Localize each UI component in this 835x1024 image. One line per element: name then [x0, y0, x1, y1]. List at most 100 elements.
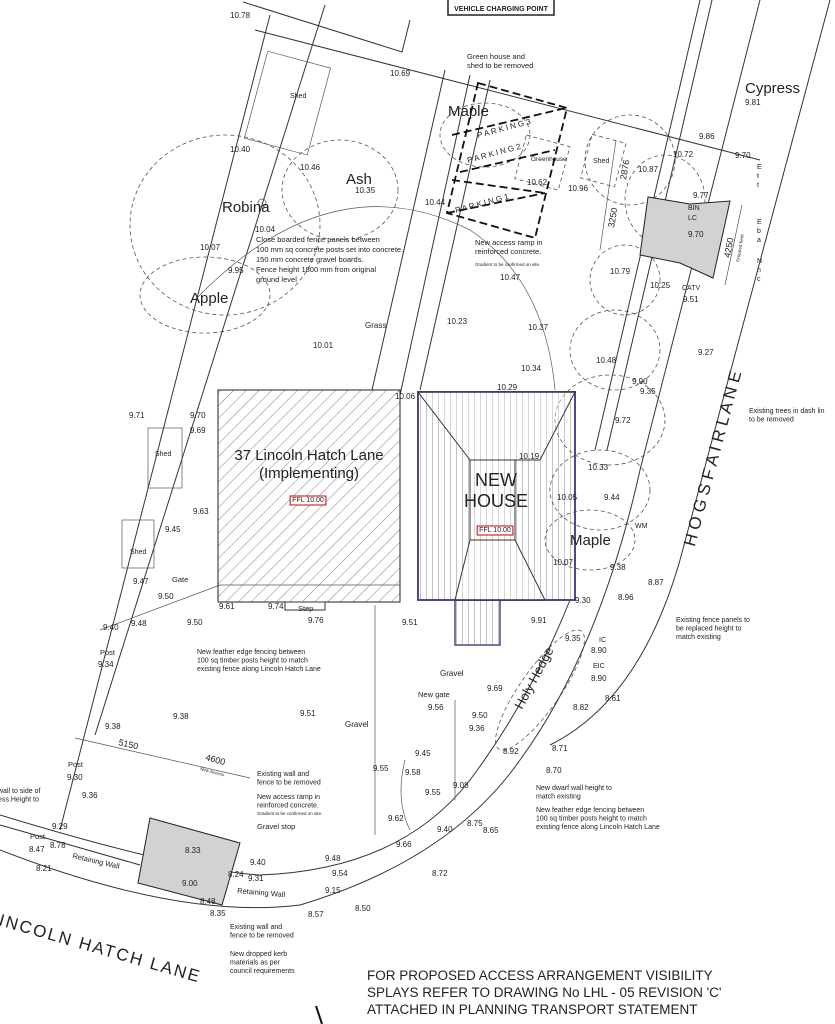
- label-step: Step: [298, 604, 313, 613]
- dropped-kerb-area-bottom: [137, 817, 241, 906]
- label-eic: EIC: [593, 663, 605, 670]
- label-holy-hedge: Holy Hedge: [511, 644, 556, 711]
- spot-level: 10.44: [425, 198, 446, 207]
- spot-level: 8.82: [573, 703, 589, 712]
- spot-level: 8.48: [200, 897, 216, 906]
- spot-level: 8.21: [36, 864, 52, 873]
- label-shed-left1: Shed: [155, 451, 171, 458]
- spot-level: 9.44: [604, 493, 620, 502]
- label-gravel-stop: Gravel stop: [257, 822, 295, 831]
- tree-robina-canopy: [129, 134, 321, 316]
- shed-left-1: [147, 427, 183, 489]
- spot-level: 8.50: [355, 904, 371, 913]
- spot-level: 8.70: [546, 766, 562, 775]
- spot-level: 8.87: [648, 578, 664, 587]
- spot-level: 9.30: [575, 596, 591, 605]
- spot-level: 9.08: [453, 781, 469, 790]
- spot-level: 9.95: [228, 266, 244, 275]
- label-robina: Robina: [222, 199, 270, 216]
- tree-apple-canopy: [139, 256, 271, 334]
- spot-level: 9.70: [190, 411, 206, 420]
- spot-level: 8.65: [483, 826, 499, 835]
- label-dim-5150: 5150: [118, 737, 140, 751]
- spot-level: 8.24: [228, 870, 244, 879]
- spot-level: 9.40: [250, 858, 266, 867]
- spot-level: 9.15: [325, 886, 341, 895]
- label-gravel-2: Gravel: [345, 720, 369, 729]
- spot-level: 8.61: [605, 694, 621, 703]
- spot-level: 9.35: [640, 387, 656, 396]
- label-dim-4600: 4600: [204, 752, 226, 767]
- spot-level: 9.40: [103, 623, 119, 632]
- shed-left-2: [121, 519, 155, 569]
- spot-level: 10.87: [638, 165, 659, 174]
- tree-canopy: [589, 244, 661, 316]
- spot-level: 10.07: [553, 558, 574, 567]
- spot-level: 8.78: [50, 841, 66, 850]
- label-dropped-kerb-small: Dropped Kerb: [735, 233, 745, 262]
- label-greenhouse: Greenhouse: [531, 156, 567, 163]
- label-parking-2: P A R K I N G 2: [466, 142, 522, 165]
- spot-level: 9.70: [735, 151, 751, 160]
- spot-level: 10.47: [500, 273, 521, 282]
- label-maple-right: Maple: [570, 532, 611, 549]
- spot-level: 9.51: [683, 295, 699, 304]
- spot-level: 9.27: [698, 348, 714, 357]
- label-grass: Grass: [365, 321, 386, 330]
- spot-level: 9.70: [688, 230, 704, 239]
- label-new-access: New Access: [200, 766, 226, 777]
- spot-level: 9.76: [308, 616, 324, 625]
- label-dim-2876: 2876: [618, 159, 631, 180]
- spot-level: 8.71: [552, 744, 568, 753]
- spot-level: 9.38: [173, 712, 189, 721]
- label-catv: CATV: [682, 285, 700, 292]
- spot-level: 9.63: [193, 507, 209, 516]
- dropped-kerb-area-top: [639, 196, 731, 279]
- spot-level: 9.30: [67, 773, 83, 782]
- spot-level: 9.81: [745, 98, 761, 107]
- spot-level: 9.58: [405, 768, 421, 777]
- spot-level: 8.96: [618, 593, 634, 602]
- spot-level: 8.90: [591, 674, 607, 683]
- label-wm: WM: [635, 523, 648, 530]
- shed-top: [244, 50, 331, 156]
- charging-point-box: [447, 0, 555, 16]
- spot-level: 9.36: [82, 791, 98, 800]
- existing-boundary-wall: [242, 1, 411, 53]
- parking-area: [445, 81, 569, 240]
- ffl-box: [476, 525, 514, 536]
- label-new-gate: New gate: [418, 690, 450, 699]
- spot-level: 9.34: [98, 660, 114, 669]
- tree-canopy: [569, 309, 661, 391]
- spot-level: 9.77: [693, 191, 709, 200]
- spot-level: 9.38: [105, 722, 121, 731]
- dimension-lines: [74, 139, 743, 779]
- spot-level: 9.74: [268, 602, 284, 611]
- spot-level: 9.55: [425, 788, 441, 797]
- spot-level: 9.29: [52, 822, 68, 831]
- spot-level: 10.07: [200, 243, 221, 252]
- label-charging-point: VEHICLE CHARGING POINT: [454, 6, 548, 13]
- spot-level: 10.62: [527, 178, 548, 187]
- spot-levels: 10.7810.6910.4010.4610.3510.4410.0410.07…: [29, 11, 761, 919]
- label-bin: BIN: [688, 205, 700, 212]
- spot-level: 8.90: [591, 646, 607, 655]
- spot-level: 9.48: [325, 854, 341, 863]
- spot-level: 10.96: [568, 184, 589, 193]
- spot-level: 9.62: [388, 814, 404, 823]
- label-hogsfair-lane: H O G S F A I R L A N E: [680, 369, 745, 549]
- label-gradient-low: Gradient to be confirmed on site.: [257, 811, 322, 816]
- spot-level: 10.37: [528, 323, 549, 332]
